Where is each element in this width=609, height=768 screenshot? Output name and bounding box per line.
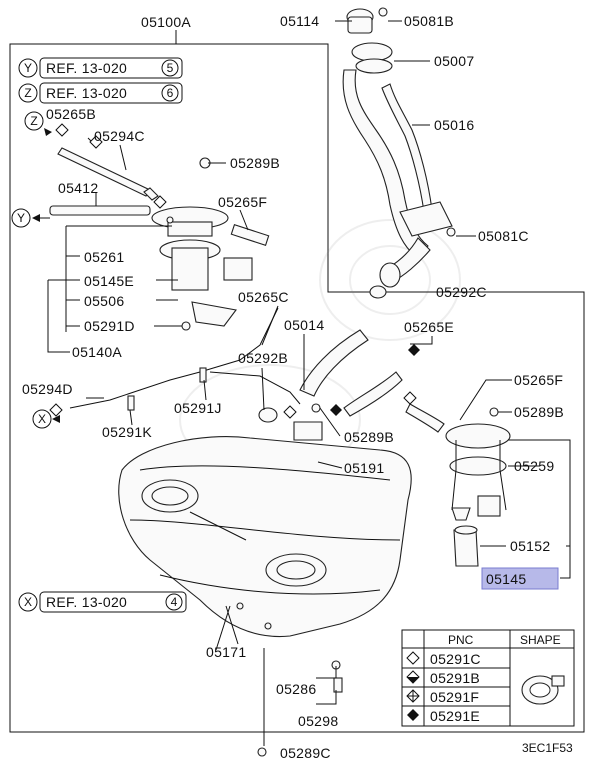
label-05014[interactable]: 05014	[284, 317, 324, 333]
marker-x-arrow: X	[32, 409, 60, 429]
marker-z-letter: Z	[30, 114, 37, 128]
label-05100a[interactable]: 05100A	[141, 14, 191, 30]
legend-row-4: 05291E	[430, 708, 480, 724]
label-05265f-left[interactable]: 05265F	[218, 194, 267, 210]
marker-y-arrow: Y	[11, 208, 50, 228]
label-05081c[interactable]: 05081C	[478, 228, 529, 244]
ref-z-num: 6	[167, 86, 174, 100]
ref-x-text: REF. 13-020	[46, 594, 127, 610]
label-05259[interactable]: 05259	[514, 458, 554, 474]
diagram-code: 3EC1F53	[522, 741, 573, 755]
legend-header-pnc: PNC	[448, 633, 474, 647]
label-05171[interactable]: 05171	[206, 644, 246, 660]
label-05265f-right[interactable]: 05265F	[514, 372, 563, 388]
label-05506[interactable]: 05506	[84, 293, 124, 309]
label-05265c[interactable]: 05265C	[238, 289, 289, 305]
marker-y-letter: Y	[17, 211, 25, 225]
pump-module-left	[49, 147, 270, 331]
label-05292b[interactable]: 05292B	[238, 350, 288, 366]
label-05289b-right[interactable]: 05289B	[514, 404, 564, 420]
label-05016[interactable]: 05016	[434, 117, 474, 133]
marker-x-letter: X	[38, 412, 46, 426]
diamond-outline-icon	[406, 651, 420, 665]
ref-box-z: Z REF. 13-020 6	[18, 82, 183, 104]
legend-row-1: 05291C	[430, 651, 481, 667]
label-05294d[interactable]: 05294D	[22, 381, 73, 397]
part-labels: 05100A 05114 05081B 05007 05016 05081C 0…	[22, 13, 573, 761]
label-05114[interactable]: 05114	[280, 13, 319, 29]
label-05289c[interactable]: 05289C	[280, 745, 331, 761]
label-05292c[interactable]: 05292C	[436, 284, 487, 300]
label-05291k[interactable]: 05291K	[102, 424, 152, 440]
label-05145e[interactable]: 05145E	[84, 273, 134, 289]
label-05286[interactable]: 05286	[276, 681, 316, 697]
ref-y-num: 5	[167, 61, 174, 75]
highlight-05145	[481, 567, 559, 590]
ref-box-y: Y REF. 13-020 5	[18, 57, 183, 79]
legend-header-shape: SHAPE	[520, 633, 561, 647]
label-05265b[interactable]: 05265B	[46, 106, 96, 122]
ref-y-letter: Y	[24, 61, 32, 75]
label-05140a[interactable]: 05140A	[72, 344, 122, 360]
ref-x-num: 4	[171, 595, 178, 609]
fuel-pipe	[69, 307, 301, 411]
ref-z-text: REF. 13-020	[46, 85, 127, 101]
label-05152[interactable]: 05152	[510, 538, 550, 554]
label-05081b[interactable]: 05081B	[404, 13, 454, 29]
label-05289b-mid[interactable]: 05289B	[344, 429, 394, 445]
ref-z-letter: Z	[24, 86, 31, 100]
marker-z-arrow: Z	[24, 111, 52, 136]
frame-lines	[9, 30, 585, 733]
bolts-bottom	[236, 602, 343, 757]
fuel-tank	[118, 436, 412, 651]
label-05291j[interactable]: 05291J	[174, 400, 222, 416]
legend-row-2: 05291B	[430, 670, 480, 686]
label-05261[interactable]: 05261	[84, 249, 124, 265]
label-05412[interactable]: 05412	[58, 180, 98, 196]
label-05007[interactable]: 05007	[434, 53, 474, 69]
pump-module-right	[405, 403, 511, 567]
label-05289b-top[interactable]: 05289B	[230, 155, 280, 171]
label-05294c[interactable]: 05294C	[94, 128, 145, 144]
label-05298[interactable]: 05298	[298, 713, 338, 729]
diamond-filled-icon	[407, 709, 419, 721]
label-05265e[interactable]: 05265E	[404, 319, 454, 335]
clip-shapes	[49, 123, 420, 419]
shape-legend-table: PNC SHAPE 05291C 05291B 05291F 05291E	[401, 629, 575, 727]
label-05291d[interactable]: 05291D	[84, 318, 135, 334]
leader-lines	[47, 20, 571, 746]
ref-y-text: REF. 13-020	[46, 60, 127, 76]
ref-x-letter: X	[24, 595, 32, 609]
label-05191[interactable]: 05191	[344, 460, 384, 476]
filler-neck-assembly	[342, 7, 456, 299]
hose-clamp-icon	[521, 675, 565, 705]
label-05145[interactable]: 05145	[486, 571, 526, 587]
legend-row-3: 05291F	[430, 689, 479, 705]
ref-box-x: X REF. 13-020 4	[18, 591, 187, 613]
